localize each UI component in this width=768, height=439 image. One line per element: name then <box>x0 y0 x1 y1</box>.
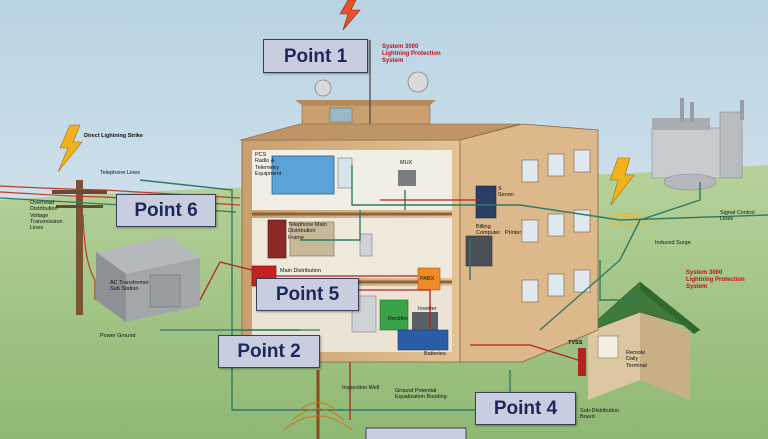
lightning-bolt-left-icon <box>57 124 83 173</box>
lightning-bolt-top-icon <box>339 0 361 31</box>
mux-label: MUX <box>400 160 413 166</box>
sub-distribution-label: Sub-Distribution Board <box>580 408 620 421</box>
point-5-label: Point 5 <box>256 278 359 311</box>
ground-potential-label: Ground Potential Equalization Bonding <box>395 388 447 401</box>
inspection-well-label: Inspection Well <box>342 385 380 391</box>
remote-unit-label: Remote Daily Terminal <box>626 350 647 369</box>
system3000-right-label: System 3000 Lightning Protection System <box>686 270 745 290</box>
billing-label: Billing Computer <box>476 224 501 237</box>
pcs-label: PCS Radio & Telemetry Equipment <box>255 152 282 177</box>
inverter-label: Inverter <box>418 306 437 312</box>
pcs-radio-equipment <box>271 155 335 195</box>
system3000-top-label: System 3000 Lightning Protection System <box>382 44 441 64</box>
point-4-label: Point 4 <box>475 392 576 425</box>
direct-strike-label: Direct Lightning Strike <box>84 133 143 139</box>
induced-surge-label: Induced Surge <box>655 240 691 246</box>
remote-house-side <box>640 310 690 400</box>
inverter-unit <box>412 312 438 330</box>
telephone-main-frame <box>267 219 287 259</box>
building-roof <box>239 123 521 141</box>
overhead-distribution-label: Overhead Distribution Voltage Transmissi… <box>30 200 63 232</box>
point-2-label: Point 2 <box>218 335 320 368</box>
main-distribution-label: Main Distribution <box>280 268 321 274</box>
rectifier-label: Rectifier <box>388 316 409 322</box>
lightning-bolt-right-icon <box>609 157 635 206</box>
telephone-lines-label: Telephone Lines <box>100 170 141 176</box>
ac-transformer-label: AC Transformer Sub Station <box>110 280 149 293</box>
batteries <box>397 329 449 351</box>
mux-unit <box>398 170 416 186</box>
utility-pole <box>76 180 83 315</box>
point-6-label: Point 6 <box>116 194 216 227</box>
server-unit <box>475 185 497 219</box>
telephone-main-label: Telephone Main Distribution Frame <box>288 222 327 241</box>
printer-label: Printer <box>505 230 522 236</box>
power-ground-label: Power Ground <box>100 333 136 339</box>
tvss-label: TVSS <box>568 340 583 346</box>
point-1-label: Point 1 <box>263 39 368 73</box>
server-label: S Server <box>498 186 515 199</box>
batteries-label: Batteries <box>424 351 446 357</box>
signal-control-label: Signal Control Lines <box>720 210 755 223</box>
pabx-label: PABX <box>420 276 435 282</box>
substation-front <box>96 252 126 322</box>
building-right-wall <box>459 123 599 363</box>
substation-roof <box>96 236 200 274</box>
rectifier-unit <box>379 299 409 331</box>
